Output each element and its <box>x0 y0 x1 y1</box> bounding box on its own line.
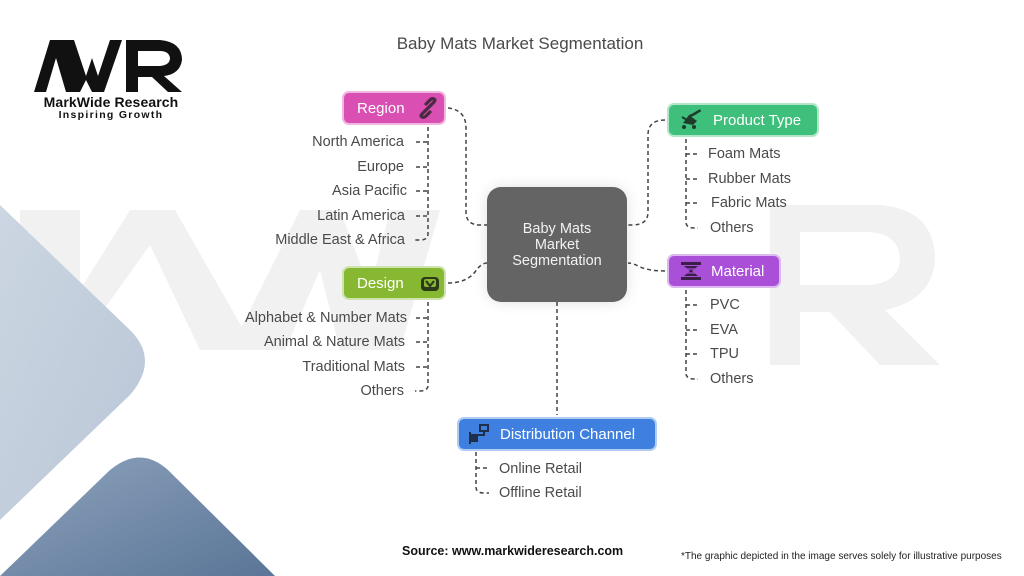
stroller-icon <box>679 109 703 131</box>
region-item: Asia Pacific <box>332 183 407 199</box>
product-type-item: Rubber Mats <box>708 171 792 187</box>
link-icon <box>416 97 440 119</box>
distribution-item: Offline Retail <box>499 485 582 501</box>
design-item: Alphabet & Number Mats <box>245 310 407 326</box>
region-item: Latin America <box>317 208 405 224</box>
category-material: Material <box>667 254 781 288</box>
category-product-type: Product Type <box>667 103 819 137</box>
material-item: EVA <box>710 322 738 338</box>
material-item: Others <box>710 371 754 387</box>
design-item: Traditional Mats <box>302 359 405 375</box>
product-type-item: Fabric Mats <box>711 195 787 211</box>
region-item: North America <box>312 134 404 150</box>
category-label: Design <box>357 274 404 292</box>
category-label: Region <box>357 99 405 117</box>
hourglass-material-icon <box>679 260 703 282</box>
logo-mark <box>34 40 182 92</box>
center-line-2: Market <box>534 236 580 253</box>
distribution-item: Online Retail <box>499 461 583 477</box>
category-label: Product Type <box>713 111 802 129</box>
category-design: Design <box>342 266 446 300</box>
design-item: Animal & Nature Mats <box>263 334 405 350</box>
material-item: PVC <box>710 297 740 313</box>
category-distribution-channel: Distribution Channel <box>457 417 657 451</box>
disclaimer-text: *The graphic depicted in the image serve… <box>681 551 1002 562</box>
category-label: Material <box>711 262 765 280</box>
category-region: Region <box>342 91 446 125</box>
network-icon <box>467 423 491 445</box>
diagram-title: Baby Mats Market Segmentation <box>396 34 644 53</box>
product-type-item: Foam Mats <box>708 146 781 162</box>
brand-tagline: Inspiring Growth <box>58 109 164 121</box>
center-node: Baby Mats Market Segmentation <box>487 187 627 302</box>
region-item: Europe <box>357 159 404 175</box>
product-type-item: Others <box>710 220 754 236</box>
decor-shape-dark <box>0 457 275 576</box>
decor-shape-light <box>0 205 145 520</box>
source-text: Source: www.markwideresearch.com <box>402 544 624 558</box>
region-item: Middle East & Africa <box>275 232 405 248</box>
center-line-3: Segmentation <box>512 252 602 269</box>
category-label: Distribution Channel <box>500 425 636 443</box>
design-item: Others <box>360 383 404 399</box>
sofa-check-icon <box>418 272 442 294</box>
brand-name: MarkWide Research <box>43 94 179 110</box>
center-line-1: Baby Mats <box>522 220 592 237</box>
material-item: TPU <box>710 346 739 362</box>
